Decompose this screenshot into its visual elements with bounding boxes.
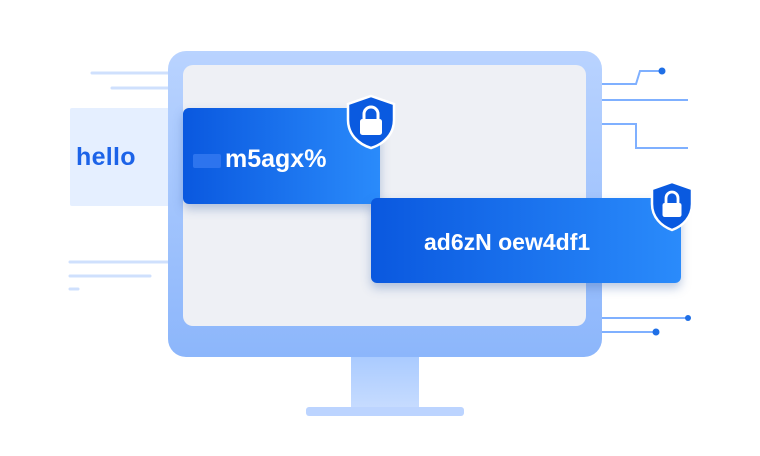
plaintext-label: hello (76, 143, 136, 171)
monitor-stand-neck (351, 357, 419, 409)
encrypted-text-1: m5agx% (225, 145, 327, 173)
encrypted-card-2 (371, 198, 681, 283)
circuit-nodes (652, 67, 691, 336)
scramble-bar (193, 154, 221, 168)
encrypted-text-2: ad6zN oew4df1 (424, 229, 591, 255)
speed-lines-left (68, 71, 170, 291)
circuit-traces-right (602, 70, 688, 333)
monitor-stand-base (306, 407, 464, 416)
lock-shield-icon (346, 94, 396, 150)
lock-shield-icon (650, 180, 694, 232)
